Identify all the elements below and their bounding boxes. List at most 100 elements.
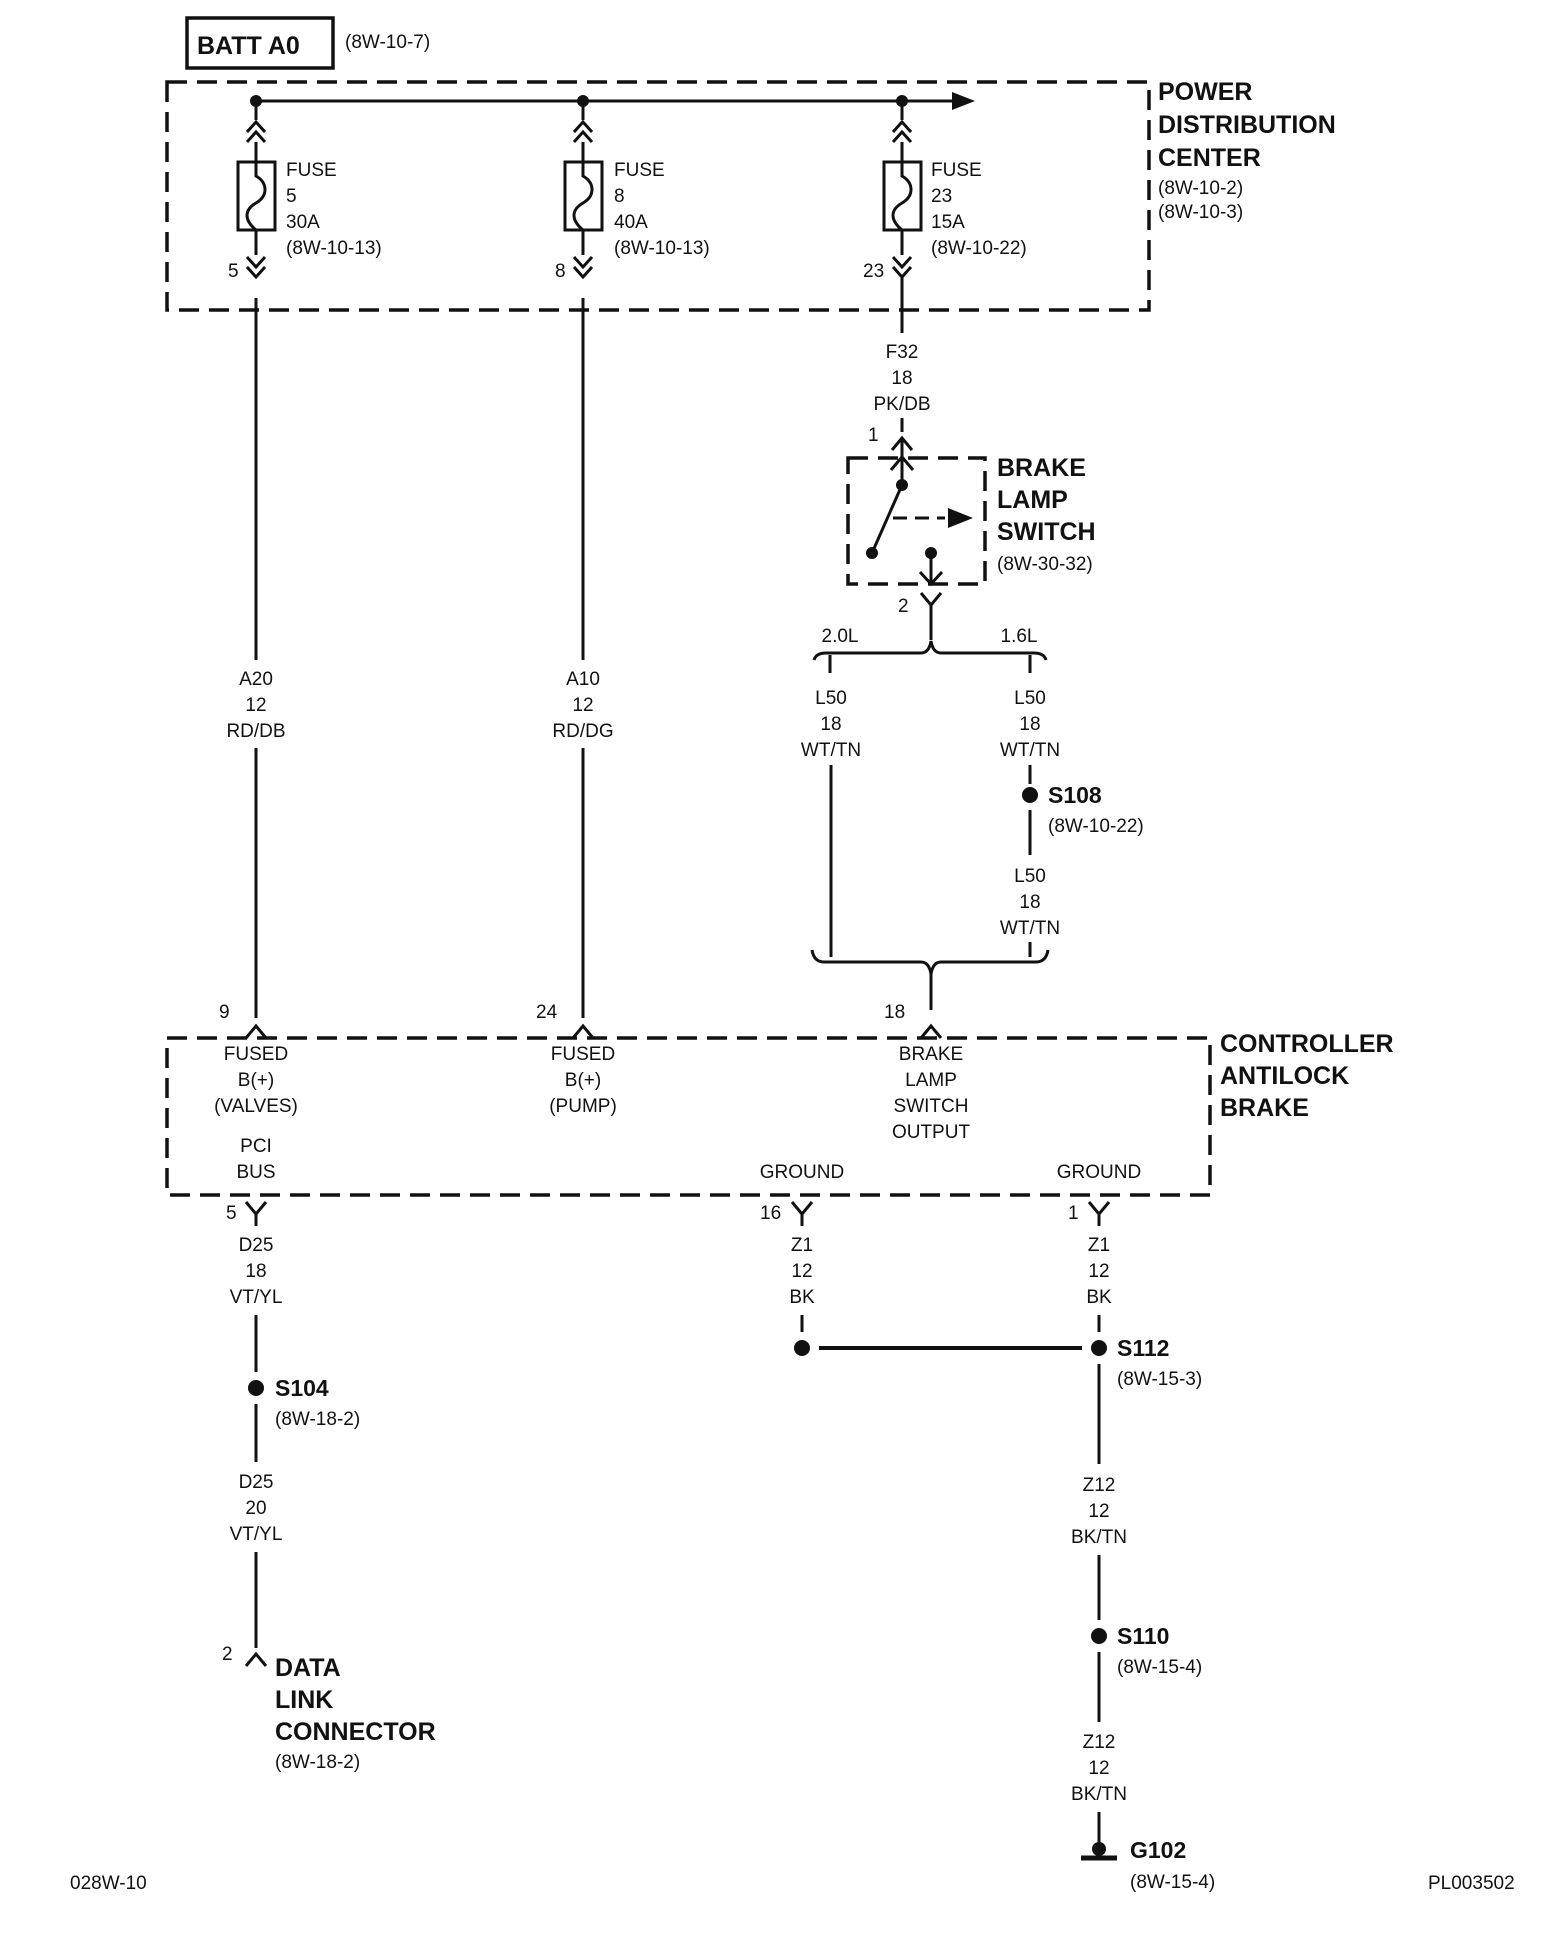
cab-pin24: 24 bbox=[536, 1002, 558, 1023]
a20-l3: RD/DB bbox=[226, 721, 285, 742]
switch-blade bbox=[870, 484, 904, 554]
pdc-ref-2: (8W-10-3) bbox=[1158, 202, 1243, 223]
switch-pivot bbox=[866, 547, 878, 559]
a10-l1: A10 bbox=[566, 669, 600, 690]
z12b-l3: BK/TN bbox=[1071, 1784, 1127, 1805]
switch-pin2-connector bbox=[919, 591, 943, 619]
cab-title-1: CONTROLLER bbox=[1220, 1030, 1394, 1058]
switch-title-1: BRAKE bbox=[997, 454, 1086, 482]
l50l-l3: WT/TN bbox=[801, 740, 861, 761]
splice-s108 bbox=[1022, 787, 1038, 803]
footer-right: PL003502 bbox=[1428, 1873, 1515, 1894]
fuse23-l1: FUSE bbox=[931, 160, 982, 181]
s112-label: S112 bbox=[1117, 1335, 1169, 1361]
pdc-title-2: DISTRIBUTION bbox=[1158, 111, 1336, 139]
cab-pin18-connector bbox=[919, 1024, 943, 1040]
z12a-l2: 12 bbox=[1088, 1501, 1109, 1522]
fuse23-ref: (8W-10-22) bbox=[931, 238, 1027, 259]
pin18-label-4: OUTPUT bbox=[892, 1122, 971, 1143]
l50r1-l1: L50 bbox=[1014, 688, 1046, 709]
dlc-title-2: LINK bbox=[275, 1686, 333, 1714]
s110-ref: (8W-15-4) bbox=[1117, 1657, 1202, 1678]
batt-box bbox=[185, 16, 335, 70]
f32-l3: PK/DB bbox=[873, 394, 930, 415]
s112-ref: (8W-15-3) bbox=[1117, 1369, 1202, 1390]
a20-l1: A20 bbox=[239, 669, 273, 690]
dlc-ref: (8W-18-2) bbox=[275, 1752, 360, 1773]
l50r2-l3: WT/TN bbox=[1000, 918, 1060, 939]
l50r2-l1: L50 bbox=[1014, 866, 1046, 887]
z1r-l1: Z1 bbox=[1088, 1235, 1110, 1256]
fuse23-l2: 23 bbox=[931, 186, 952, 207]
d25b-l3: VT/YL bbox=[230, 1524, 283, 1545]
dlc-title-1: DATA bbox=[275, 1654, 341, 1682]
fuse8-l3: 40A bbox=[614, 212, 648, 233]
switch-actuator-arrow bbox=[948, 508, 973, 528]
a10-l2: 12 bbox=[572, 695, 593, 716]
pin9-label-2: B(+) bbox=[238, 1070, 274, 1091]
l50l-l1: L50 bbox=[815, 688, 847, 709]
s110-label: S110 bbox=[1117, 1623, 1169, 1649]
fuse23-pin: 23 bbox=[863, 261, 884, 282]
z12a-l3: BK/TN bbox=[1071, 1527, 1127, 1548]
switch-arrow-in bbox=[889, 454, 915, 471]
ground-junction-node bbox=[794, 1340, 810, 1356]
pci-label-2: BUS bbox=[236, 1162, 275, 1183]
pin24-label-1: FUSED bbox=[551, 1044, 615, 1065]
l50r1-l3: WT/TN bbox=[1000, 740, 1060, 761]
cab-box bbox=[165, 1036, 1212, 1197]
fuse8-pin: 8 bbox=[555, 261, 566, 282]
cab-pin18: 18 bbox=[884, 1002, 905, 1023]
option-right: 1.6L bbox=[1001, 626, 1038, 647]
dlc-pin-connector bbox=[244, 1652, 268, 1668]
splice-s112 bbox=[1091, 1340, 1107, 1356]
cab-pin9: 9 bbox=[219, 1002, 230, 1023]
batt-label: BATT A0 bbox=[197, 32, 300, 60]
l50r2-l2: 18 bbox=[1019, 892, 1040, 913]
cab-pin5-connector bbox=[244, 1200, 268, 1228]
f32-l2: 18 bbox=[891, 368, 912, 389]
batt-ref: (8W-10-7) bbox=[345, 32, 430, 53]
ground-icon bbox=[1081, 1842, 1117, 1861]
cab-pin1-connector bbox=[1087, 1200, 1111, 1228]
g102-label: G102 bbox=[1130, 1837, 1186, 1863]
switch-ref: (8W-30-32) bbox=[997, 554, 1093, 575]
z12b-l1: Z12 bbox=[1083, 1732, 1116, 1753]
footer-left: 028W-10 bbox=[70, 1873, 147, 1894]
s104-ref: (8W-18-2) bbox=[275, 1409, 360, 1430]
cab-pin16-connector bbox=[790, 1200, 814, 1228]
option-bracket-top bbox=[812, 640, 1048, 661]
l50r1-l2: 18 bbox=[1019, 714, 1040, 735]
fuse-5 bbox=[236, 101, 277, 279]
switch-pin1: 1 bbox=[868, 425, 879, 446]
d25a-l2: 18 bbox=[245, 1261, 266, 1282]
pdc-box bbox=[165, 80, 1151, 312]
option-bracket-bottom bbox=[810, 949, 1050, 975]
cab-pin1: 1 bbox=[1068, 1203, 1079, 1224]
a20-l2: 12 bbox=[245, 695, 266, 716]
splice-s104 bbox=[248, 1380, 264, 1396]
fuse5-ref: (8W-10-13) bbox=[286, 238, 382, 259]
pdc-title-1: POWER bbox=[1158, 78, 1252, 106]
ground-right-label: GROUND bbox=[1057, 1162, 1141, 1183]
z1r-l3: BK bbox=[1086, 1287, 1112, 1308]
s104-label: S104 bbox=[275, 1375, 329, 1401]
fuse5-l2: 5 bbox=[286, 186, 297, 207]
switch-title-2: LAMP bbox=[997, 486, 1068, 514]
z1l-l2: 12 bbox=[791, 1261, 812, 1282]
z1r-l2: 12 bbox=[1088, 1261, 1109, 1282]
pin24-label-2: B(+) bbox=[565, 1070, 601, 1091]
d25a-l1: D25 bbox=[239, 1235, 274, 1256]
d25b-l2: 20 bbox=[245, 1498, 266, 1519]
fuse5-l1: FUSE bbox=[286, 160, 337, 181]
fuse8-l2: 8 bbox=[614, 186, 625, 207]
fuse-23 bbox=[882, 101, 923, 279]
option-left: 2.0L bbox=[822, 626, 859, 647]
pin18-label-2: LAMP bbox=[905, 1070, 957, 1091]
switch-title-3: SWITCH bbox=[997, 518, 1096, 546]
z1l-l3: BK bbox=[789, 1287, 815, 1308]
pdc-title-3: CENTER bbox=[1158, 144, 1261, 172]
cab-title-3: BRAKE bbox=[1220, 1094, 1309, 1122]
fuse23-l3: 15A bbox=[931, 212, 965, 233]
cab-pin5: 5 bbox=[226, 1203, 237, 1224]
